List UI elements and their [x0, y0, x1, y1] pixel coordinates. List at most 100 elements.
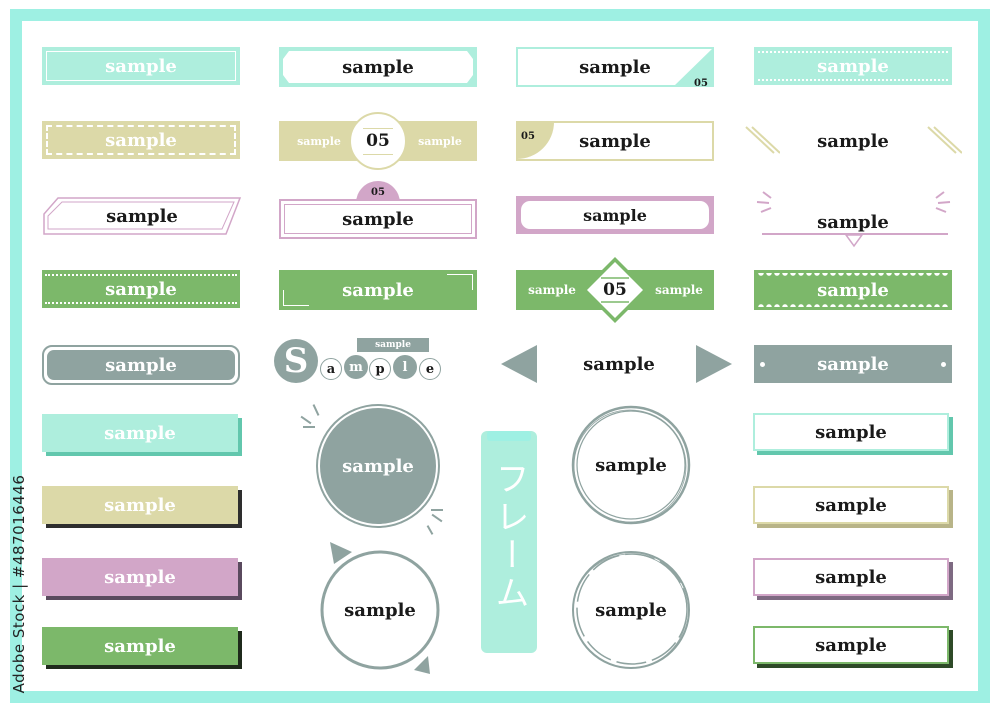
burst-lines-top — [300, 404, 331, 432]
underline-pointer — [762, 233, 948, 248]
frame-label: sample — [817, 211, 889, 233]
big-letter: S — [283, 341, 309, 381]
frame-label: sample — [815, 634, 887, 656]
frame-mint-corner — [516, 47, 714, 87]
number-wrap: 05 — [581, 256, 649, 324]
corner-number-wrap: 05 — [521, 124, 535, 143]
letter-circle: a — [320, 358, 342, 380]
pink-tab: 05 — [356, 181, 400, 203]
letter-circle: l — [393, 355, 417, 379]
frame-olive-outline-shadow: sample — [753, 486, 949, 524]
frame-pink-chamfered — [43, 197, 242, 235]
tag-label: sample — [375, 340, 411, 350]
frame-label-wrap: sample — [516, 47, 714, 87]
frame-label: sample — [104, 494, 176, 516]
frame-label: sample — [105, 354, 177, 376]
outer-frame-border — [10, 9, 990, 703]
frame-green-dotted: sample — [42, 270, 240, 308]
frame-label: sample — [105, 278, 177, 300]
number-label: 05 — [366, 131, 390, 151]
frame-green-scallop: sample — [754, 270, 952, 310]
frame-pink-shadow: sample — [42, 558, 238, 596]
frame-olive-dashed: sample — [42, 121, 240, 159]
frame-olive-quarter — [516, 121, 714, 161]
frame-side-label: sample — [655, 283, 703, 297]
letter: l — [402, 359, 408, 375]
circle-sketch-1 — [571, 405, 691, 525]
frame-side-label: sample — [418, 134, 462, 148]
corner-number-wrap: 05 — [694, 71, 708, 90]
arrow-left-icon — [501, 345, 537, 383]
frame-side-label-left-wrap: sample — [279, 121, 359, 161]
frame-label-wrap: sample — [516, 121, 714, 161]
frame-label: sample — [342, 455, 414, 477]
slash-right-icon — [927, 126, 962, 154]
frame-gray-dots: sample — [754, 345, 952, 383]
slash-left-icon — [745, 126, 780, 154]
number-label: 05 — [694, 78, 708, 89]
frame-label-wrap: sample — [279, 47, 477, 87]
number-circle: 05 — [349, 112, 407, 170]
circle-sketch-2 — [572, 551, 690, 669]
letter-circle: e — [419, 358, 441, 380]
big-s-circle: S — [274, 339, 318, 383]
frame-gray-pill: sample — [42, 345, 240, 385]
frame-label-wrap: sample — [569, 403, 693, 527]
number-label: 05 — [603, 280, 627, 300]
number-label: 05 — [371, 186, 385, 198]
frame-green-shadow: sample — [42, 627, 238, 665]
arrow-right-icon — [696, 345, 732, 383]
frame-label: sample — [817, 279, 889, 301]
circle-triangles — [320, 542, 440, 674]
frame-label: sample — [583, 205, 647, 225]
frame-green-outline-shadow: sample — [753, 626, 949, 664]
frame-pink-outline: sample — [279, 199, 477, 239]
frame-side-label: sample — [528, 283, 576, 297]
frame-label: sample — [104, 635, 176, 657]
frame-label: sample — [344, 599, 416, 621]
frame-label: sample — [342, 279, 414, 301]
frame-label-wrap: sample — [545, 345, 693, 383]
letter: e — [425, 361, 435, 377]
frame-label-wrap: sample — [569, 548, 693, 672]
frame-label: sample — [583, 353, 655, 375]
frame-pink-outline-shadow: sample — [753, 558, 949, 596]
frame-label: sample — [342, 208, 414, 230]
frame-label: sample — [579, 130, 651, 152]
frame-label: sample — [105, 55, 177, 77]
stock-id-label: Adobe Stock | #487016446 — [4, 470, 30, 700]
frame-label: sample — [104, 422, 176, 444]
frame-label: sample — [105, 129, 177, 151]
letter: a — [326, 361, 336, 377]
letter: m — [349, 359, 363, 375]
frame-label: sample — [817, 353, 889, 375]
frame-label: sample — [817, 130, 889, 152]
frame-label: sample — [817, 55, 889, 77]
burst-lines-bottom — [425, 505, 453, 535]
frame-mint-dotted: sample — [754, 47, 952, 85]
frame-mint-double: sample — [42, 47, 240, 85]
frame-label: sample — [106, 205, 178, 227]
circle-gray-filled: sample — [318, 406, 438, 526]
sample-tag: sample — [357, 338, 429, 352]
frame-mint-notched — [279, 47, 477, 87]
frame-olive-shadow: sample — [42, 486, 238, 524]
frame-label: sample — [815, 566, 887, 588]
letter: p — [375, 361, 385, 377]
frame-label-wrap: sample — [754, 121, 952, 161]
frame-label: sample — [815, 421, 887, 443]
frame-label: sample — [342, 56, 414, 78]
frame-label: sample — [815, 494, 887, 516]
frame-label-wrap: sample — [754, 204, 952, 240]
letter-circle: m — [344, 355, 368, 379]
frame-label: sample — [595, 599, 667, 621]
letter-circle: p — [369, 358, 391, 380]
frame-label: sample — [104, 566, 176, 588]
frame-mint-outline-shadow: sample — [753, 413, 949, 451]
vertical-frame: フレーム — [481, 431, 537, 653]
frame-mint-shadow: sample — [42, 414, 238, 452]
frame-label: sample — [579, 56, 651, 78]
frame-side-label-right-wrap: sample — [400, 121, 480, 161]
frame-side-label: sample — [297, 134, 341, 148]
